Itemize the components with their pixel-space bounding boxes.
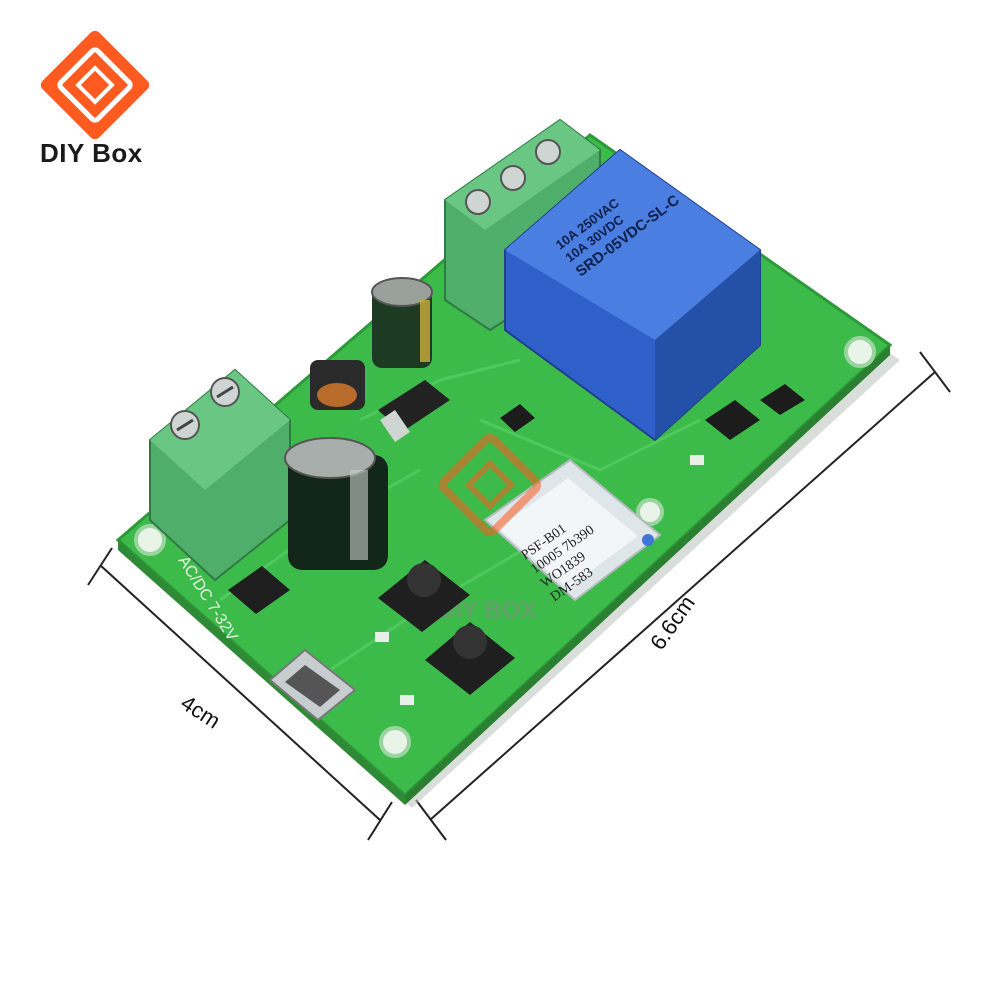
capacitor-small — [371, 277, 433, 368]
pcb-edge — [118, 540, 405, 805]
regulator-ic — [378, 380, 450, 442]
bridge-rectifier — [228, 566, 290, 614]
watermark-logo — [438, 433, 542, 537]
dimension-line-length — [415, 351, 951, 841]
dimension-line-width — [87, 547, 393, 841]
micro-usb-port — [268, 648, 357, 722]
inductor — [310, 360, 365, 410]
push-button-2 — [425, 622, 515, 695]
relay — [504, 148, 761, 442]
smd-components — [375, 384, 805, 705]
brand-logo — [40, 30, 150, 140]
capacitor-large — [284, 437, 388, 570]
input-terminal-block — [149, 368, 291, 582]
push-button-1 — [378, 560, 470, 632]
mounting-holes — [134, 336, 876, 758]
brand-name: DIY Box — [40, 138, 143, 168]
pcb-edge-right — [405, 345, 890, 805]
